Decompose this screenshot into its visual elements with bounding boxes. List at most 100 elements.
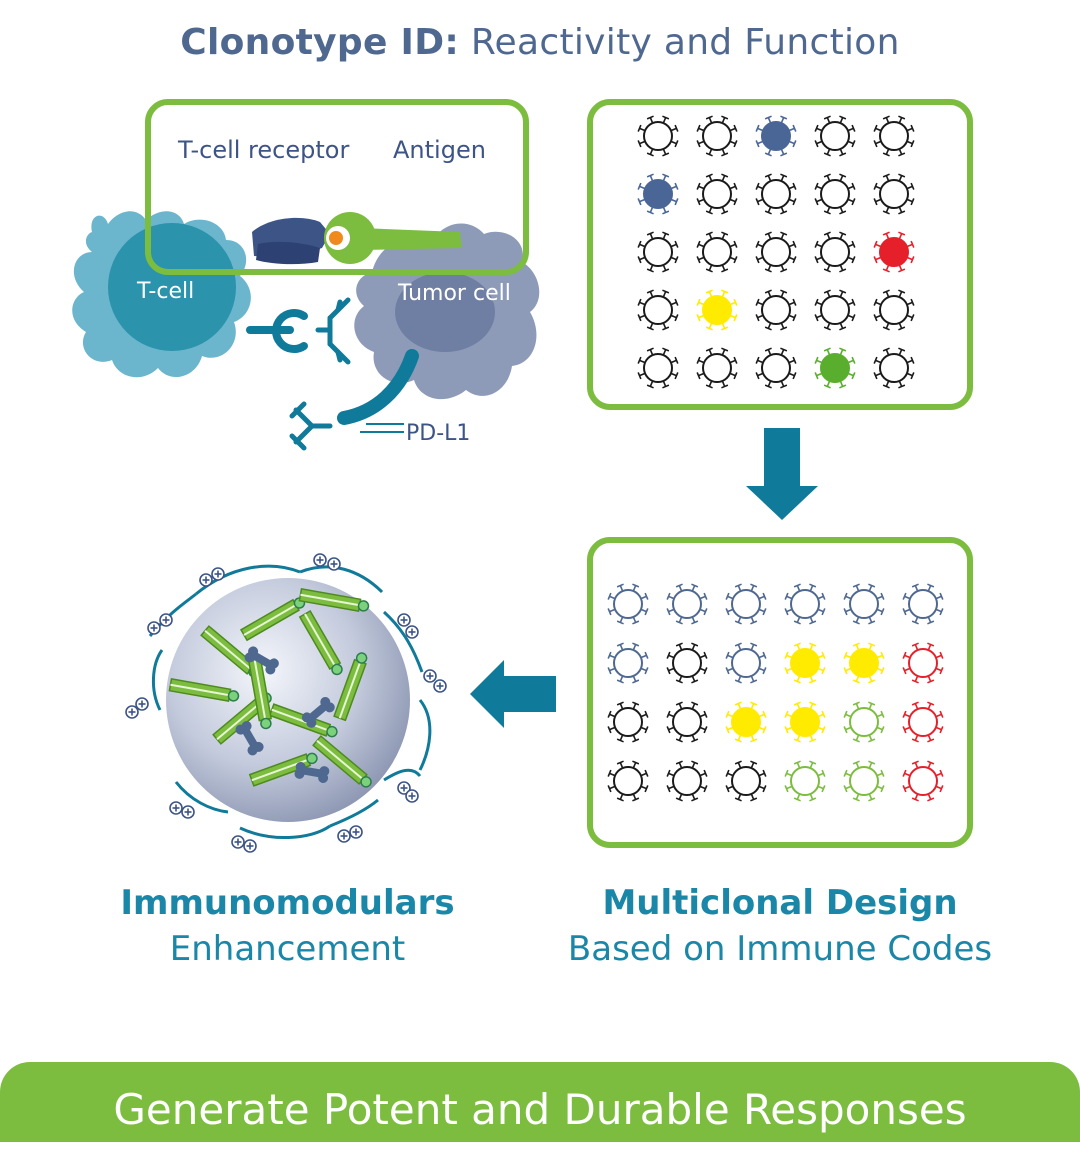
polymer-strand [151,649,164,711]
grid-bottom-cell [725,701,767,743]
pdl1-arm [337,349,419,425]
grid-top-cell [696,115,738,157]
grid-bottom-cell [843,701,885,743]
linker-shape [301,696,335,728]
title-bold: Clonotype ID: [180,22,460,63]
grid-top-cell [637,347,679,389]
grid-top-cell [696,289,738,331]
grid-bottom-cell [784,701,826,743]
clonotype-grid-frame [587,99,973,410]
tcr-antigen-frame [145,99,529,275]
antibody-rod [298,609,343,676]
grid-bottom-cell [725,583,767,625]
positive-charge-icon [147,621,161,635]
positive-charge-icon [181,805,195,819]
tumor-nucleus [395,272,495,352]
grid-top-cell [637,289,679,331]
positive-charge-icon [433,679,447,693]
grid-top-cell [696,231,738,273]
grid-bottom-cell [666,583,708,625]
grid-bottom-cell [843,583,885,625]
positive-charge-icon [327,557,341,571]
grid-top-cell [637,231,679,273]
diagram-title: Clonotype ID: Reactivity and Function [0,22,1080,63]
grid-top-cell [637,115,679,157]
grid-top-cell [755,173,797,215]
positive-charge-icon [199,573,213,587]
positive-charge-icon [337,829,351,843]
title-regular: Reactivity and Function [470,22,900,63]
grid-bottom-cell [784,760,826,802]
grid-top-cell [814,347,856,389]
positive-charge-icon [405,789,419,803]
grid-bottom-cell [902,642,944,684]
caption-right-line2: Based on Immune Codes [567,929,993,969]
grid-bottom-cell [666,642,708,684]
banner: Generate Potent and Durable Responses [0,1062,1080,1142]
grid-bottom-cell [725,642,767,684]
positive-charge-icon [349,825,363,839]
antibody-rod [312,735,372,788]
polymer-strand [383,768,422,782]
positive-charge-icon [231,835,245,849]
positive-charge-icon [405,625,419,639]
grid-top-cell [755,289,797,331]
grid-bottom-cell [902,583,944,625]
positive-charge-icon [423,669,437,683]
linker-shape [235,721,264,756]
grid-top-cell [873,231,915,273]
down-arrow-icon [746,428,818,520]
positive-charge-icon [125,705,139,719]
grid-bottom-cell [843,760,885,802]
positive-charge-icon [397,781,411,795]
grid-top-cell [755,231,797,273]
positive-charge-icon [313,553,327,567]
tcell-label: T-cell [136,279,194,304]
linker-shape [244,646,279,675]
positive-charge-icon [159,613,173,627]
caption-left-line2: Enhancement [169,929,406,969]
grid-bottom-cell [607,701,649,743]
checkpoint-antibody-icon [315,297,351,365]
grid-bottom-cell [607,760,649,802]
polymer-strand [329,798,379,828]
caption-right: Multiclonal Design Based on Immune Codes [540,880,1020,972]
polymer-strand [418,699,432,771]
polymer-strand [174,781,229,814]
tumor-label: Tumor cell [397,281,511,306]
antibody-rod [239,597,306,642]
caption-left: Immunomodulars Enhancement [100,880,475,972]
grid-bottom-cell [666,701,708,743]
nanoparticle-contents [168,588,372,788]
grid-top-cell [873,347,915,389]
positive-charge-icon [169,801,183,815]
grid-top-cell [696,173,738,215]
pdl1-antibody-icon [289,401,333,451]
polymer-strand [239,824,331,839]
tcell-nucleus [108,223,236,351]
clonotype-grid [637,115,915,389]
multiclonal-grid [607,583,944,802]
checkpoint-cup [272,309,308,353]
grid-top-cell [873,115,915,157]
polymer-strand [382,610,424,673]
caption-left-line1: Immunomodulars [120,883,455,923]
linker-shape [294,761,330,784]
antigen-label: Antigen [393,136,486,164]
grid-bottom-cell [784,583,826,625]
antibody-rod [268,703,338,738]
grid-top-cell [696,347,738,389]
grid-top-cell [755,347,797,389]
positive-charge-icon [397,613,411,627]
antigen-stem [360,228,462,250]
tcr-label: T-cell receptor [177,136,349,164]
grid-bottom-cell [843,642,885,684]
grid-top-cell [814,115,856,157]
tcr-shape-2 [256,241,320,265]
pdl1-label: PD-L1 [406,421,470,446]
caption-right-line1: Multiclonal Design [602,883,958,923]
grid-top-cell [637,173,679,215]
grid-bottom-cell [725,760,767,802]
grid-top-cell [814,173,856,215]
